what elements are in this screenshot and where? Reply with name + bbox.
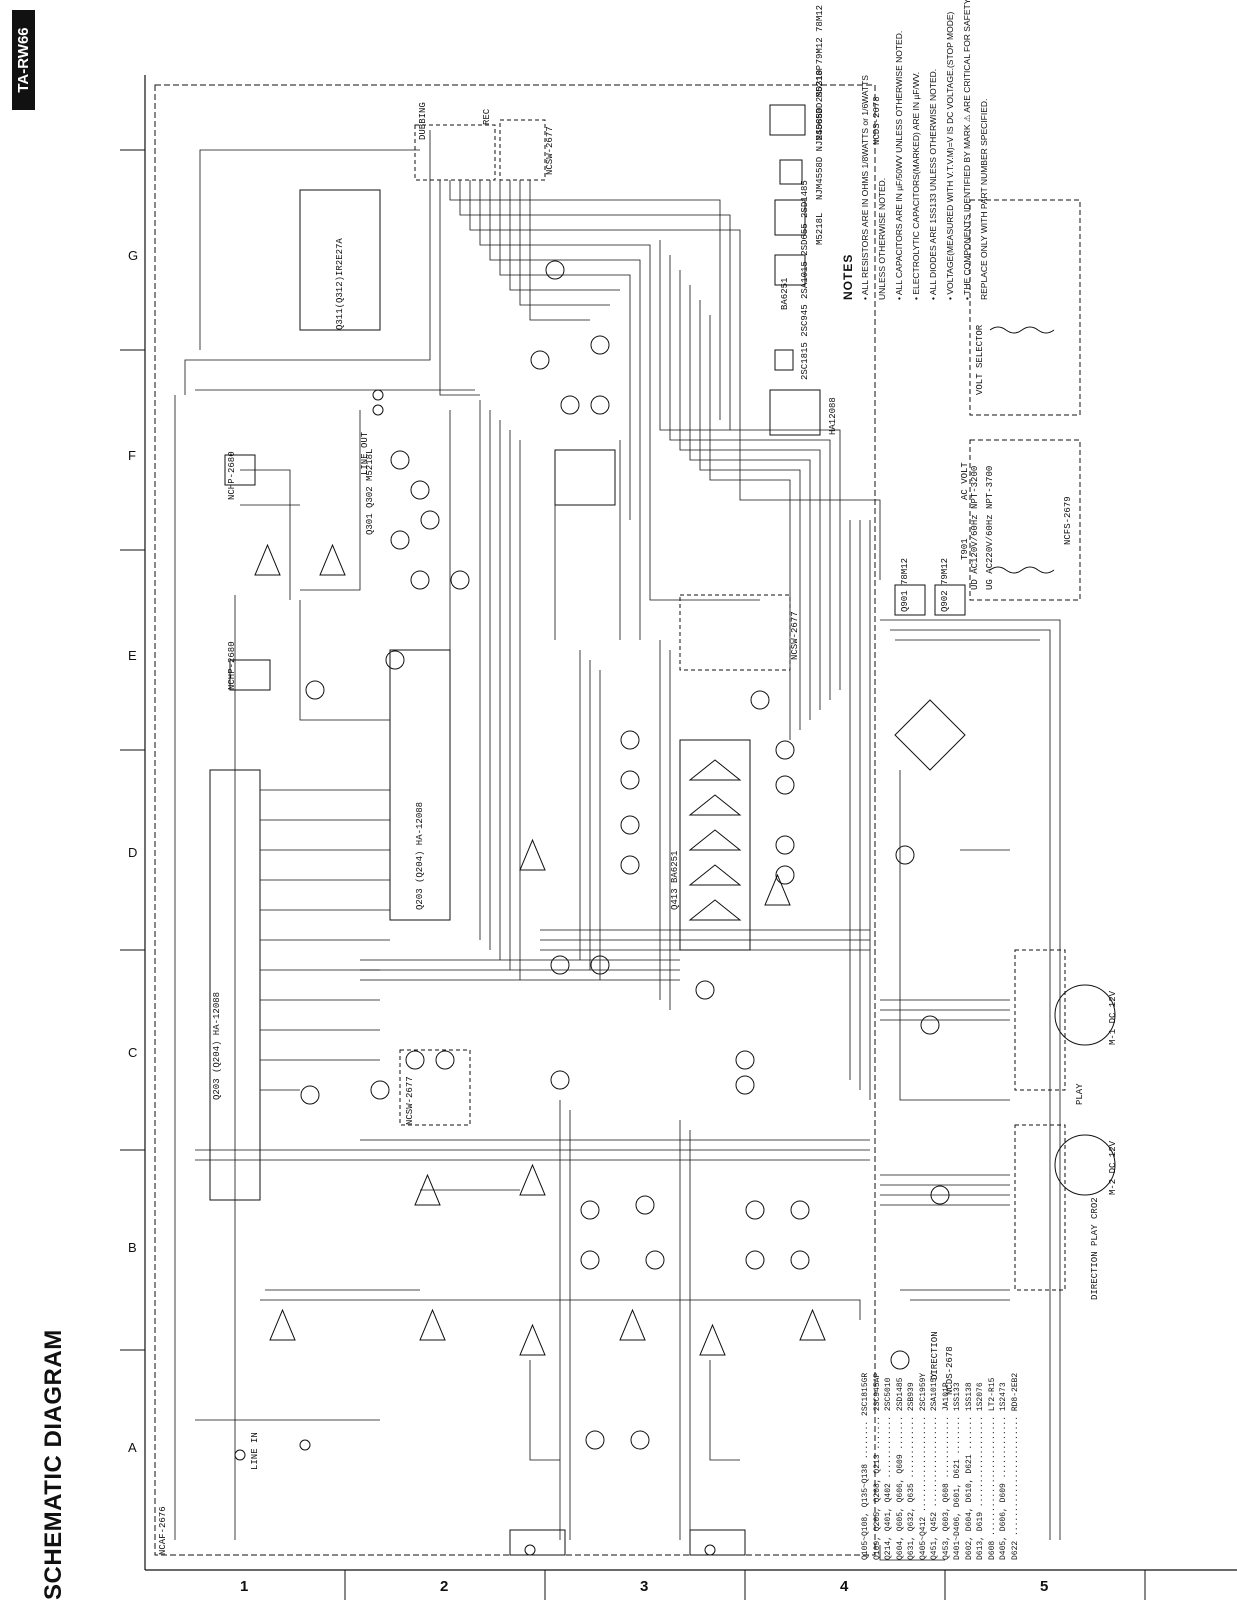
board-nchp-e-label: NCHP-2680 [227, 641, 237, 690]
ic-ha12088-label: HA12088 [828, 397, 838, 435]
line-out-label: LINE OUT [360, 431, 370, 475]
transistor-list-item: D401~D406, D601, D621 ........ 1SS133 [953, 1382, 962, 1560]
play-label: PLAY [1075, 1083, 1085, 1105]
transistor-list: Q105~Q108, Q135~Q138 ........ 2SC1815GR … [860, 1373, 1021, 1560]
board-ncaf-label: NCAF-2676 [158, 1506, 168, 1555]
transistor-list-item: Q451, Q452 ................... 2SA1015Y [930, 1372, 939, 1560]
ic-q311-label: Q311(Q312)IR2E27A [335, 238, 345, 330]
ac-table-row-2: UG AC220V/60Hz NPT-3700 [985, 465, 995, 590]
note-item: • ALL CAPACITORS ARE IN µF/50WV UNLESS O… [894, 30, 904, 300]
grid-col-a: A [128, 1440, 137, 1455]
board-ncsw-low-label: NCSW-2677 [405, 1076, 415, 1125]
transistor-list-item: Q405~Q412 .................... 2SC1959Y [918, 1372, 928, 1560]
ac-table-row-1: UD AC120V/60Hz NPT-3200 [970, 465, 980, 590]
ic-q203-label: Q203 (Q204) HA-12088 [212, 991, 222, 1100]
grid-row-5: 5 [1040, 1578, 1049, 1595]
note-item: REPLACE ONLY WITH PART NUMBER SPECIFIED. [979, 98, 989, 300]
transistor-list-item: D622 ......................... RD8-2EB2 [1010, 1372, 1020, 1560]
note-item: • THE COMPONENTS IDENTIFIED BY MARK ⚠ AR… [962, 0, 972, 300]
grid-col-e: E [128, 648, 137, 663]
notes-block: NOTES • ALL RESISTORS ARE IN OHMS 1/8WAT… [840, 0, 993, 300]
ic-q413-label: Q413 BA6251 [670, 850, 680, 910]
motor2-label: M-2 DC 12V [1108, 1140, 1118, 1195]
ic-q901-label: Q901 78M12 [900, 557, 910, 612]
note-item: • ALL DIODES ARE 1SS133 UNLESS OTHERWISE… [928, 68, 938, 300]
ic-q902-label: Q902 79M12 [940, 557, 950, 612]
transistor-list-item: Q631, Q632, Q635 ............. 2SB939 [907, 1382, 916, 1560]
ic-q203b-label: Q203 (Q204) HA-12088 [415, 801, 425, 910]
pinout-label-5: 2SC1815 2SC945 2SA1015 2SD655 2SD1485 [800, 180, 810, 380]
transistor-list-item: Q105~Q108, Q135~Q138 ........ 2SC1815GR [861, 1372, 870, 1560]
transistor-list-item: D608 ......................... LT2-R15 [987, 1377, 997, 1560]
board-ncsw-mid-label: NCSW-2677 [790, 611, 800, 660]
grid-col-b: B [128, 1240, 137, 1255]
grid-col-f: F [128, 448, 136, 463]
note-item: • ELECTROLYTIC CAPACITORS(MARKED) ARE IN… [911, 71, 921, 300]
grid-row-1: 1 [240, 1578, 249, 1595]
grid-row-4: 4 [840, 1578, 849, 1595]
dubbing-label: DUBBING [418, 102, 428, 140]
grid-col-d: D [128, 845, 138, 860]
transistor-list-item: D602, D604, D610, D621 ....... 1SS138 [964, 1382, 974, 1560]
rec-label: REC [482, 108, 492, 125]
grid-row-2: 2 [440, 1578, 449, 1595]
direction-play-cue-label: DIRECTION PLAY CRO2 [1090, 1197, 1100, 1300]
pinout-label-2: NJM4558D NJM4565DD M5218P [815, 64, 825, 200]
motor1-label: M-1 DC 12V [1108, 990, 1118, 1045]
board-ncfs-label: NCFS-2679 [1063, 496, 1073, 545]
transistor-list-item: Q604, Q605, Q606, Q609 ....... 2SD1485 [895, 1377, 905, 1560]
pinout-label-4: BA6251 [780, 277, 790, 310]
transistor-list-item: D405, D606, D609 ............. 1S2473 [999, 1382, 1008, 1560]
transistor-list-item: D613, D619 ................... 1S2076 [976, 1382, 985, 1560]
volt-selector-label: VOLT SELECTOR [975, 324, 985, 395]
transistor-list-item: Q453, Q603, Q608 ............. JA101P [941, 1382, 951, 1560]
transistor-list-item: Q109, Q205, Q208, Q213 ....... 2SC945AP [872, 1372, 882, 1560]
note-item: UNLESS OTHERWISE NOTED. [877, 177, 887, 300]
ac-volt-label: AC VOLT [960, 462, 970, 500]
board-ncsw-top-label: NCSW-2677 [545, 126, 555, 175]
transistor-list-item: Q214, Q401, Q402 ............. 2SC5010 [884, 1377, 893, 1560]
board-nchp-f-label: NCHP-2680 [227, 451, 237, 500]
grid-row-3: 3 [640, 1578, 649, 1595]
notes-header: NOTES [841, 253, 855, 300]
note-item: • VOLTAGE(MEASURED WITH V.T.V.M)=V IS DC… [945, 11, 955, 300]
grid-col-g: G [128, 248, 139, 263]
grid-col-c: C [128, 1045, 138, 1060]
t901-label: T901 [960, 538, 970, 560]
line-in-label: LINE IN [250, 1432, 260, 1470]
note-item: • ALL RESISTORS ARE IN OHMS 1/8WATTS or … [860, 75, 870, 300]
pinout-label-3: M5218L [815, 212, 825, 245]
